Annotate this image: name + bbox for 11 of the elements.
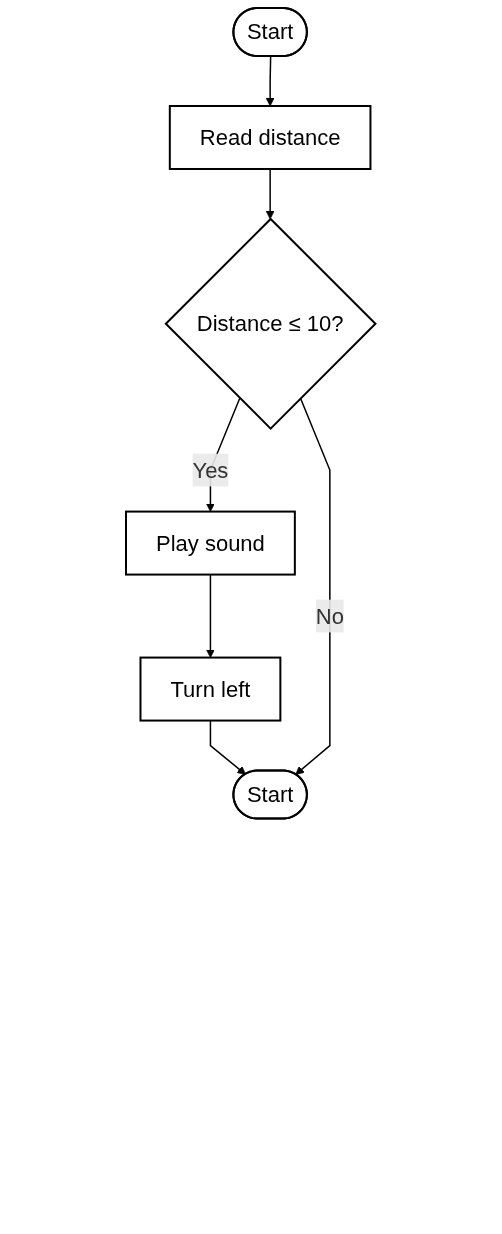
arrow <box>209 719 247 775</box>
node-box: Turn left <box>139 656 282 722</box>
arrow <box>295 397 331 775</box>
node-box: Read distance <box>169 105 372 170</box>
node-diamond: Distance ≤ 10? <box>164 217 378 430</box>
node-box: Play sound <box>125 510 297 576</box>
arrow <box>266 55 275 107</box>
edge-label: Yes <box>192 457 229 483</box>
arrow <box>266 168 275 220</box>
edge-label: No <box>316 603 345 629</box>
arrow <box>206 573 216 658</box>
